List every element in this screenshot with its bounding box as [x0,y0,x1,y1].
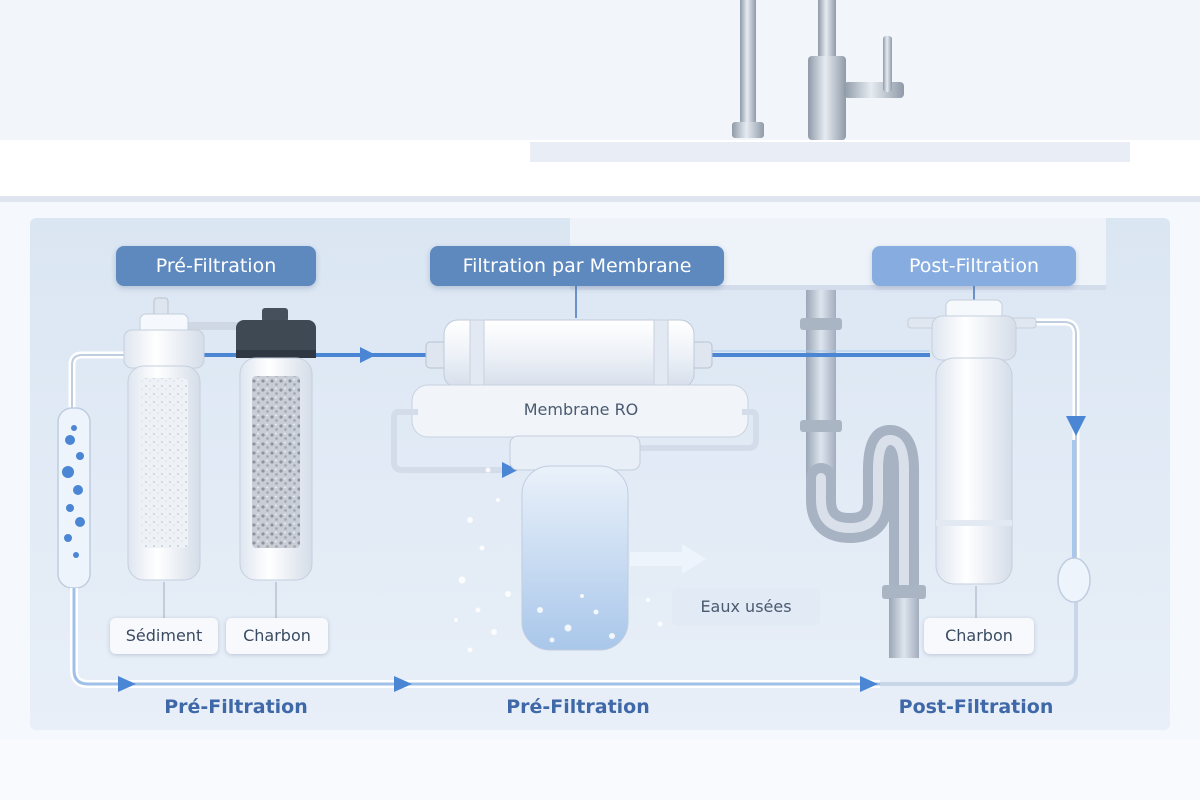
sediment-label: Sédiment [110,618,218,654]
faucet-icon [732,0,904,140]
post-carbon-filter [907,299,1037,585]
membrane-ro-label: Membrane RO [523,400,639,419]
inlet-tube [57,407,91,589]
pressure-bowl [454,435,706,653]
drain-pipe-icon [800,290,926,658]
ro-membrane [391,319,759,478]
charbon-left-label: Charbon [226,618,328,654]
sediment-filter [123,297,240,581]
stage-label-pre-filtration: Pré-Filtration [116,246,316,286]
sink-icon [530,142,1130,162]
flow-label-left: Pré-Filtration [164,696,308,718]
carbon-filter [236,308,316,581]
flow-label-right: Post-Filtration [898,696,1054,718]
stage-label-post-filtration: Post-Filtration [872,246,1076,286]
flow-arrow-icon [118,676,878,692]
charbon-right-label: Charbon [924,618,1034,654]
wastewater-label: Eaux usées [672,588,820,626]
flow-label-middle: Pré-Filtration [506,696,650,718]
stage-label-membrane: Filtration par Membrane [430,246,724,286]
